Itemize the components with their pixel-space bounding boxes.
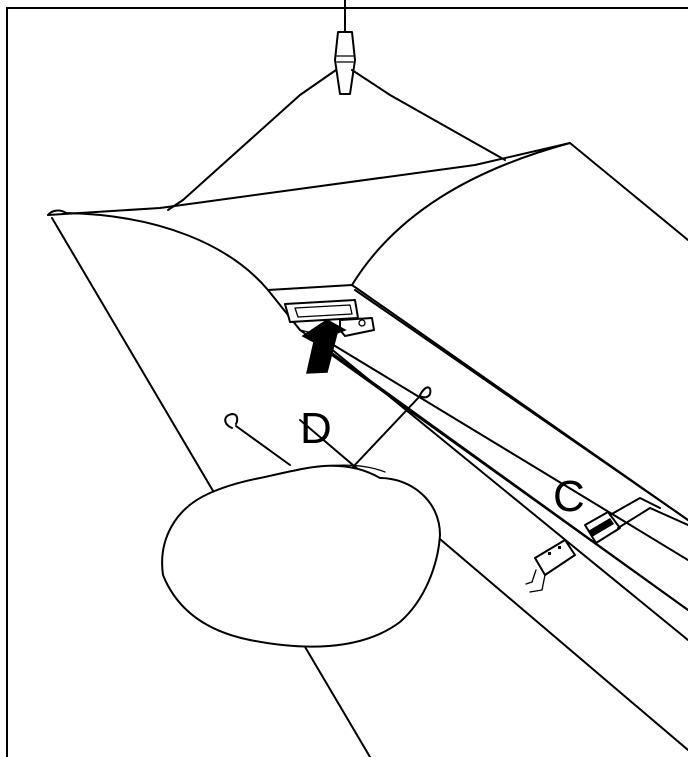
up-arrow-icon (301, 319, 347, 374)
figure-frame (6, 7, 688, 757)
lens-cover (161, 464, 441, 648)
suspension-cord (334, 0, 356, 95)
connector-left (525, 539, 576, 593)
callout-d-label: D (300, 404, 332, 453)
hanger-hooks (224, 386, 432, 469)
reflector (47, 142, 688, 757)
callout-c-label: C (553, 472, 585, 521)
connector-c (584, 497, 688, 544)
latch-slot (284, 299, 375, 337)
